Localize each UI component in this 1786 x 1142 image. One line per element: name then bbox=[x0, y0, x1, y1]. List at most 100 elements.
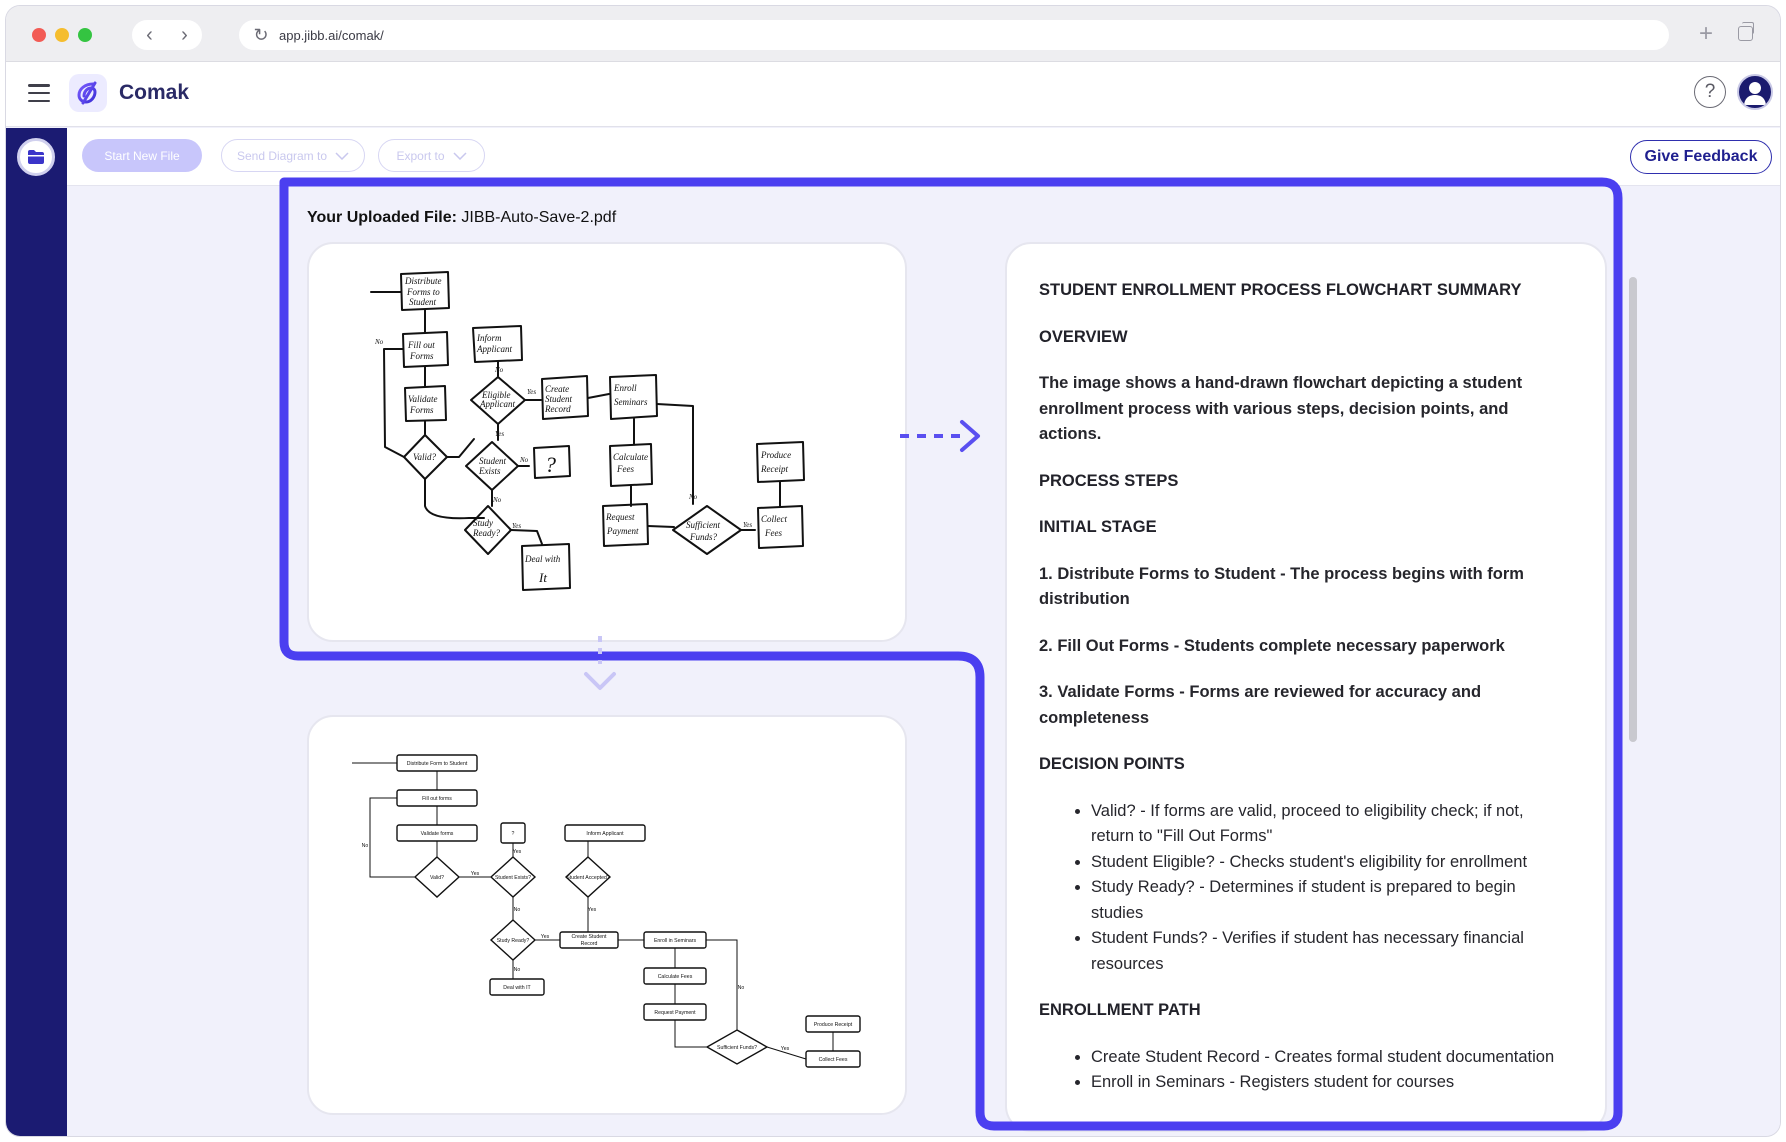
svg-text:Create: Create bbox=[545, 384, 569, 394]
svg-text:No: No bbox=[494, 366, 504, 374]
node-receipt: Produce Receipt bbox=[814, 1022, 853, 1028]
node-valid: Valid? bbox=[430, 875, 444, 881]
address-bar[interactable]: ↻ app.jibb.ai/comak/ bbox=[239, 20, 1669, 50]
svg-text:Calculate: Calculate bbox=[613, 452, 648, 462]
edge-label-no: No bbox=[362, 843, 369, 849]
svg-text:Fill out: Fill out bbox=[407, 340, 435, 350]
summary-scrollbar[interactable] bbox=[1629, 277, 1637, 742]
step-item: 3. Validate Forms - Forms are reviewed f… bbox=[1039, 683, 1482, 727]
node-enroll: Enroll in Seminars bbox=[654, 938, 696, 944]
svg-text:No: No bbox=[519, 456, 529, 464]
overview-heading: OVERVIEW bbox=[1039, 327, 1128, 346]
node-accepted: Student Accepted? bbox=[566, 875, 610, 881]
svg-text:No: No bbox=[374, 338, 384, 346]
folder-icon[interactable] bbox=[17, 138, 55, 176]
start-new-file-button[interactable]: Start New File bbox=[82, 139, 202, 172]
uploaded-file-name: JIBB-Auto-Save-2.pdf bbox=[461, 209, 617, 226]
node-deal: Deal with IT bbox=[503, 985, 531, 991]
give-feedback-button[interactable]: Give Feedback bbox=[1630, 140, 1772, 174]
svg-text:No: No bbox=[492, 496, 502, 504]
decision-points-list: Valid? - If forms are valid, proceed to … bbox=[1039, 799, 1569, 978]
converted-diagram-card[interactable]: Distribute Form to Student Fill out form… bbox=[307, 715, 907, 1115]
svg-text:Yes: Yes bbox=[527, 388, 536, 396]
minimize-window-button[interactable] bbox=[55, 28, 69, 42]
enrollment-path-heading: ENROLLMENT PATH bbox=[1039, 1001, 1201, 1019]
user-avatar-icon[interactable] bbox=[1737, 74, 1773, 110]
back-arrow-icon[interactable]: ‹ bbox=[146, 23, 153, 46]
svg-text:Forms: Forms bbox=[409, 351, 434, 361]
svg-text:Fees: Fees bbox=[616, 464, 634, 474]
enrollment-path-list: Create Student Record - Creates formal s… bbox=[1039, 1045, 1569, 1096]
help-icon[interactable]: ? bbox=[1694, 76, 1726, 108]
svg-text:Seminars: Seminars bbox=[614, 397, 648, 407]
send-diagram-label: Send Diagram to bbox=[236, 148, 328, 163]
step-item: 1. Distribute Forms to Student - The pro… bbox=[1039, 564, 1524, 609]
svg-text:Yes: Yes bbox=[495, 430, 504, 438]
svg-text:Request: Request bbox=[605, 512, 635, 522]
digital-flowchart: Distribute Form to Student Fill out form… bbox=[352, 754, 861, 1068]
initial-stage-heading: INITIAL STAGE bbox=[1039, 518, 1157, 536]
svg-text:Student: Student bbox=[545, 394, 572, 404]
enrollment-path-item: Create Student Record - Creates formal s… bbox=[1091, 1045, 1569, 1071]
hamburger-icon[interactable] bbox=[28, 84, 50, 102]
sidebar bbox=[6, 128, 67, 1136]
history-nav: ‹ › bbox=[132, 20, 202, 50]
export-dropdown[interactable]: Export to bbox=[378, 139, 485, 172]
uploaded-file-info: Your Uploaded File: JIBB-Auto-Save-2.pdf bbox=[307, 209, 616, 227]
node-fill: Fill out forms bbox=[422, 796, 452, 802]
svg-text:Ready?: Ready? bbox=[472, 528, 500, 538]
chevron-down-icon bbox=[335, 151, 349, 160]
node-validate: Validate forms bbox=[421, 831, 454, 837]
svg-text:Payment: Payment bbox=[606, 526, 639, 536]
url-text: app.jibb.ai/comak/ bbox=[279, 27, 384, 43]
svg-text:Applicant: Applicant bbox=[476, 344, 512, 354]
process-steps-heading: PROCESS STEPS bbox=[1039, 471, 1179, 490]
decision-point-item: Valid? - If forms are valid, proceed to … bbox=[1091, 799, 1569, 850]
app-header: Comak ? bbox=[6, 62, 1780, 127]
node-request: Request Payment bbox=[654, 1010, 696, 1016]
tab-overview-icon[interactable] bbox=[1738, 22, 1754, 41]
svg-text:Inform: Inform bbox=[476, 333, 502, 343]
svg-text:Student: Student bbox=[409, 297, 436, 307]
comak-logo-icon[interactable] bbox=[69, 74, 107, 112]
maximize-window-button[interactable] bbox=[78, 28, 92, 42]
svg-text:Sufficient: Sufficient bbox=[686, 520, 720, 530]
close-window-button[interactable] bbox=[32, 28, 46, 42]
svg-text:No: No bbox=[688, 493, 698, 501]
enrollment-path-item: Enroll in Seminars - Registers student f… bbox=[1091, 1070, 1569, 1096]
reload-icon[interactable]: ↻ bbox=[253, 24, 269, 45]
decision-point-item: Student Eligible? - Checks student's eli… bbox=[1091, 850, 1569, 876]
svg-text:Record: Record bbox=[544, 404, 571, 414]
decision-point-item: Study Ready? - Determines if student is … bbox=[1091, 875, 1569, 926]
send-diagram-dropdown[interactable]: Send Diagram to bbox=[221, 139, 365, 172]
summary-card[interactable]: STUDENT ENROLLMENT PROCESS FLOWCHART SUM… bbox=[1005, 242, 1607, 1132]
app-toolbar: Start New File Send Diagram to Export to… bbox=[67, 128, 1780, 186]
node-collect: Collect Fees bbox=[819, 1057, 848, 1063]
node-exists: Student Exists? bbox=[495, 875, 531, 881]
new-tab-icon[interactable]: + bbox=[1699, 20, 1714, 47]
svg-text:Produce: Produce bbox=[760, 450, 791, 460]
svg-text:Collect: Collect bbox=[761, 514, 787, 524]
overview-text: The image shows a hand-drawn flowchart d… bbox=[1039, 374, 1523, 443]
decision-points-heading: DECISION POINTS bbox=[1039, 755, 1185, 773]
forward-arrow-icon[interactable]: › bbox=[181, 23, 188, 46]
svg-text:Yes: Yes bbox=[512, 522, 521, 530]
svg-text:?: ? bbox=[545, 452, 556, 477]
svg-text:Valid?: Valid? bbox=[413, 452, 437, 462]
edge-label-yes: Yes bbox=[781, 1046, 790, 1052]
summary-title: STUDENT ENROLLMENT PROCESS FLOWCHART SUM… bbox=[1039, 281, 1522, 299]
svg-text:Deal with: Deal with bbox=[524, 554, 561, 564]
node-create-1: Create Student bbox=[572, 934, 607, 940]
svg-text:Funds?: Funds? bbox=[689, 532, 718, 542]
node-create-2: Record bbox=[581, 941, 598, 947]
uploaded-file-label: Your Uploaded File: bbox=[307, 209, 457, 226]
svg-text:Validate: Validate bbox=[408, 394, 438, 404]
original-image-card[interactable]: Distribute Forms to Student Fill out For… bbox=[307, 242, 907, 642]
edge-label-yes: Yes bbox=[588, 907, 597, 913]
svg-text:It: It bbox=[538, 570, 547, 585]
node-funds: Sufficient Funds? bbox=[717, 1045, 757, 1051]
edge-label-yes: Yes bbox=[541, 934, 550, 940]
chevron-down-icon bbox=[452, 151, 467, 160]
edge-label-no: No bbox=[738, 985, 745, 991]
svg-text:Applicant: Applicant bbox=[479, 399, 515, 409]
